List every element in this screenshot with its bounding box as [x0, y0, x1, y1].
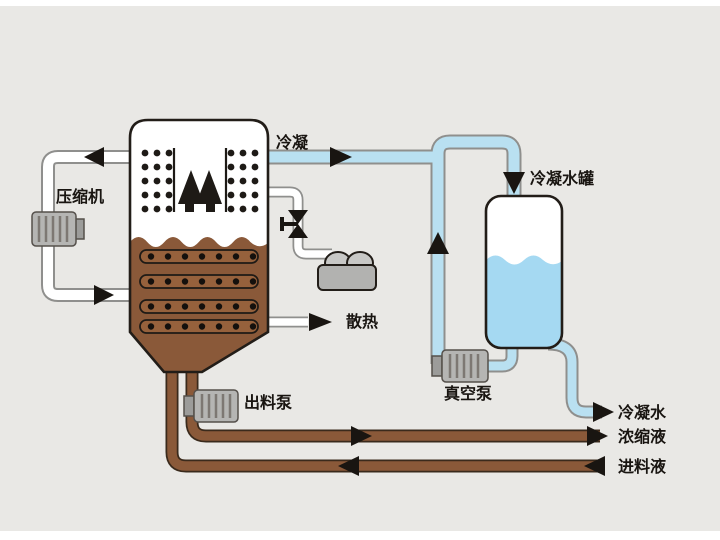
bottom-margin [0, 531, 720, 540]
arrow-condensate-out [593, 402, 614, 422]
arrow-tank-down [503, 172, 525, 194]
feed-label: 进料液 [618, 457, 667, 476]
tank-liquid [486, 255, 562, 348]
product-pipes [165, 366, 600, 473]
arrow-left-bottom [94, 285, 114, 305]
vacuum-pump-label: 真空泵 [444, 384, 492, 403]
vacuum-pump-icon [431, 349, 489, 383]
arrow-feed-end [584, 456, 605, 476]
arrow-feed-mid [338, 456, 359, 476]
evaporator-vessel [128, 118, 270, 374]
arrow-left-top [84, 147, 104, 167]
arrow-concentrate-end [587, 426, 608, 446]
spray-dots [141, 149, 259, 213]
heat-sink-icon [317, 251, 377, 291]
concentrate-label: 浓缩液 [618, 427, 667, 446]
vessel-outline [128, 118, 270, 374]
condensate-water-label: 冷凝水 [618, 403, 667, 422]
tube-dots [147, 253, 257, 330]
condensate-tank [484, 194, 564, 350]
heating-tube-bundle [139, 249, 259, 334]
compressor-label: 压缩机 [56, 187, 104, 206]
condense-label: 冷凝 [276, 133, 309, 152]
tank-outline [484, 194, 564, 350]
heat-release-label: 散热 [346, 312, 378, 331]
condensate-tank-label: 冷凝水罐 [530, 169, 594, 188]
discharge-pump-label: 出料泵 [244, 393, 292, 412]
compressor-pump-icon [31, 211, 85, 247]
arrow-heat-release [309, 313, 332, 331]
discharge-pump-icon [183, 389, 239, 423]
valve-icon [280, 210, 308, 238]
top-margin [0, 0, 720, 6]
arrow-condense [330, 147, 352, 167]
arrow-concentrate-mid [351, 426, 372, 446]
labels: 压缩机 冷凝 冷凝水罐 散热 出料泵 真空泵 冷凝水 浓缩液 进料液 [56, 133, 667, 476]
demister-icon [172, 148, 228, 212]
arrow-vacuum-up [427, 232, 449, 254]
flow-arrows [84, 147, 614, 476]
